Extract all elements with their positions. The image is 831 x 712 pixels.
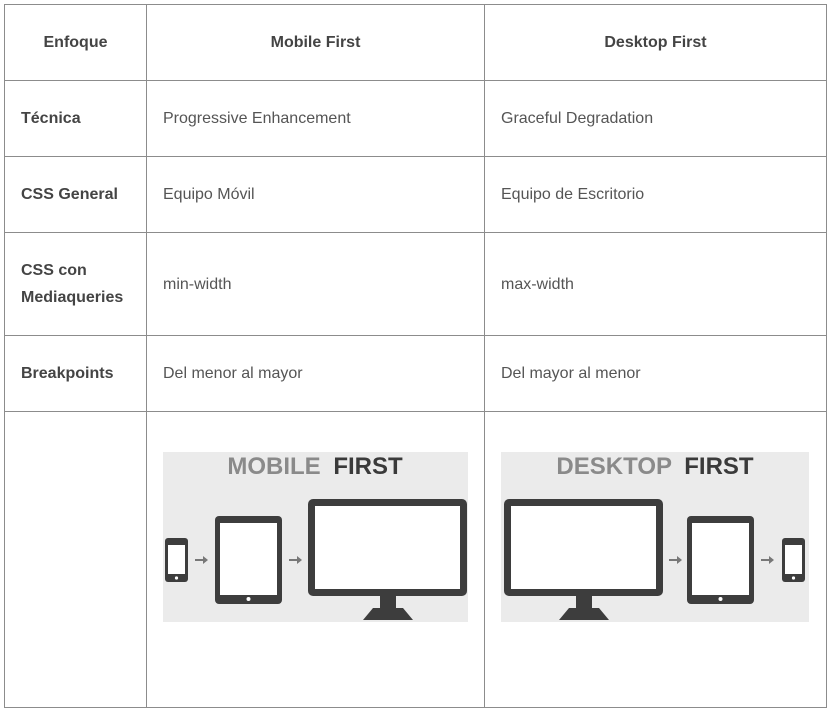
cell-mobile: Progressive Enhancement	[146, 80, 485, 157]
empty-cell	[4, 411, 147, 708]
phone-icon	[782, 538, 805, 582]
phone-icon	[165, 538, 188, 582]
table-row: CSS con Mediaqueries min-width max-width	[4, 232, 827, 336]
illus-word-first: FIRST	[333, 453, 403, 480]
row-label: CSS con Mediaqueries	[4, 232, 147, 336]
desktop-first-illustration: DESKTOP FIRST	[501, 452, 809, 622]
cell-desktop: Equipo de Escritorio	[484, 156, 827, 233]
illus-word-first: FIRST	[684, 453, 754, 480]
cell-desktop-image: DESKTOP FIRST	[484, 411, 827, 708]
row-label: Breakpoints	[4, 335, 147, 412]
cell-mobile: min-width	[146, 232, 485, 336]
illus-word-desktop: DESKTOP	[556, 453, 672, 480]
arrow-right-icon	[761, 556, 774, 564]
arrow-right-icon	[195, 556, 208, 564]
svg-text:MOBILE FIRST: MOBILE FIRST	[227, 453, 403, 480]
tablet-icon	[215, 516, 282, 604]
svg-text:DESKTOP FIRST: DESKTOP FIRST	[556, 453, 753, 480]
header-row: Enfoque Mobile First Desktop First	[4, 4, 827, 81]
table-row: CSS General Equipo Móvil Equipo de Escri…	[4, 156, 827, 233]
cell-mobile-image: MOBILE FIRST	[146, 411, 485, 708]
comparison-table: Enfoque Mobile First Desktop First Técni…	[4, 4, 827, 708]
illus-word-mobile: MOBILE	[227, 453, 320, 480]
arrow-right-icon	[289, 556, 302, 564]
monitor-icon	[504, 499, 663, 620]
cell-desktop: Del mayor al menor	[484, 335, 827, 412]
cell-mobile: Del menor al mayor	[146, 335, 485, 412]
monitor-icon	[308, 499, 467, 620]
cell-mobile: Equipo Móvil	[146, 156, 485, 233]
header-enfoque: Enfoque	[4, 4, 147, 81]
row-label: Técnica	[4, 80, 147, 157]
table-row: Breakpoints Del menor al mayor Del mayor…	[4, 335, 827, 412]
image-row: MOBILE FIRST	[4, 411, 827, 708]
table-row: Técnica Progressive Enhancement Graceful…	[4, 80, 827, 157]
tablet-icon	[687, 516, 754, 604]
mobile-first-illustration: MOBILE FIRST	[163, 452, 468, 622]
header-desktop-first: Desktop First	[484, 4, 827, 81]
cell-desktop: max-width	[484, 232, 827, 336]
arrow-right-icon	[669, 556, 682, 564]
cell-desktop: Graceful Degradation	[484, 80, 827, 157]
row-label: CSS General	[4, 156, 147, 233]
header-mobile-first: Mobile First	[146, 4, 485, 81]
